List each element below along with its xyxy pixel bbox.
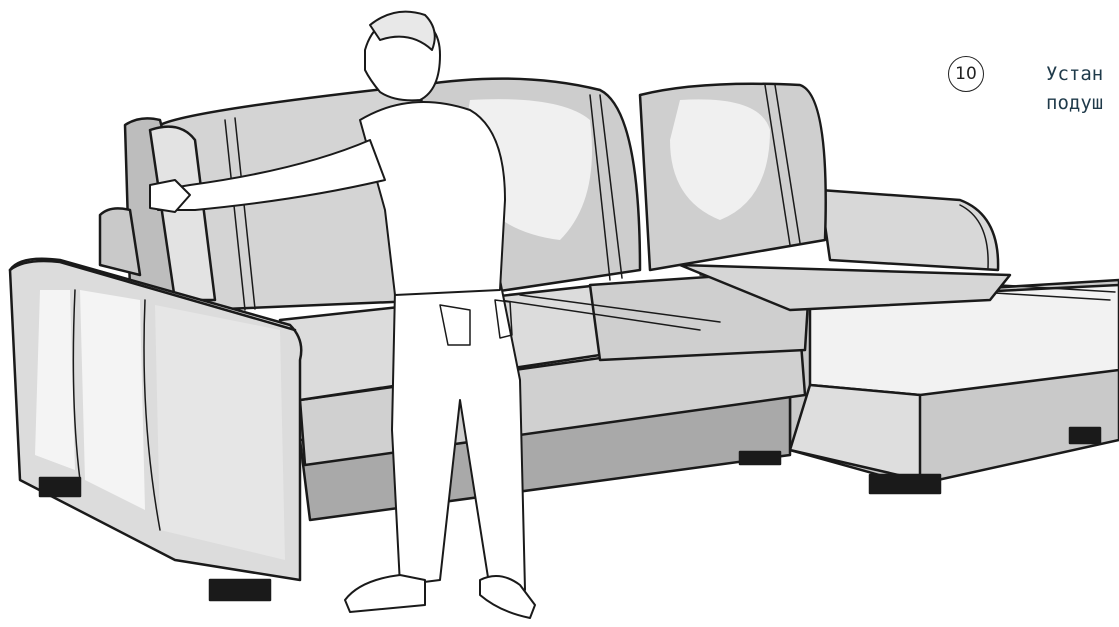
step-instruction-line-2: подуш xyxy=(1046,89,1119,118)
step-instruction-line-1: Устан xyxy=(1046,60,1119,89)
step-number-badge: 10 xyxy=(948,56,984,92)
step-number: 10 xyxy=(955,64,977,84)
step-instruction: Устан подуш xyxy=(1046,60,1119,118)
